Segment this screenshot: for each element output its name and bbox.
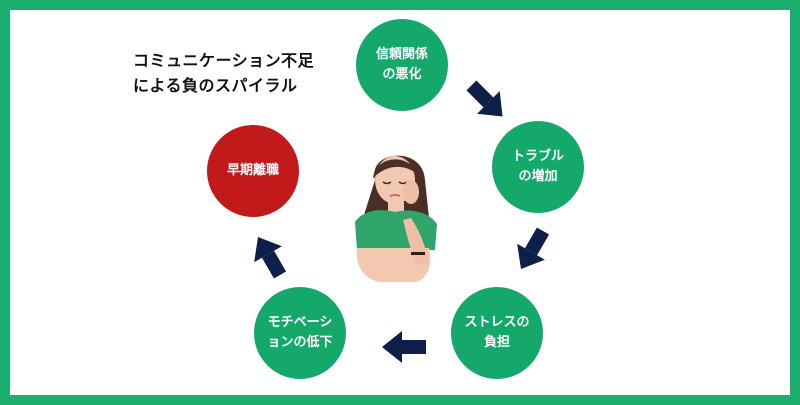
node-label-line-2: の増加 (518, 169, 558, 184)
arrow-icon (382, 331, 426, 363)
arrow-icon (244, 228, 294, 284)
title-line-2: による負のスパイラル (133, 76, 298, 95)
node-motivation-decline: モチベーシ ョンの低下 (254, 287, 346, 379)
node-label-line-2: の悪化 (382, 67, 422, 82)
title-line-1: コミュニケーション不足 (133, 51, 315, 70)
node-label-line-2: ョンの低下 (267, 335, 333, 350)
node-label-line-1: ストレスの (464, 315, 530, 330)
node-early-turnover: 早期離職 (207, 125, 299, 217)
node-label-line-1: 早期離職 (226, 163, 279, 178)
node-stress-burden: ストレスの 負担 (451, 287, 543, 379)
arrow-icon (507, 222, 557, 278)
node-label-line-1: トラブル (511, 149, 564, 164)
node-trust-deterioration: 信頼関係 の悪化 (356, 19, 448, 111)
arrow-icon (460, 74, 514, 128)
diagram-title: コミュニケーション不足 による負のスパイラル (133, 48, 363, 98)
node-label-line-1: 信頼関係 (375, 47, 428, 62)
node-trouble-increase: トラブル の増加 (492, 121, 584, 213)
node-label-line-1: モチベーシ (267, 315, 333, 330)
person-illustration (355, 155, 437, 282)
node-label-line-2: 負担 (483, 335, 510, 350)
